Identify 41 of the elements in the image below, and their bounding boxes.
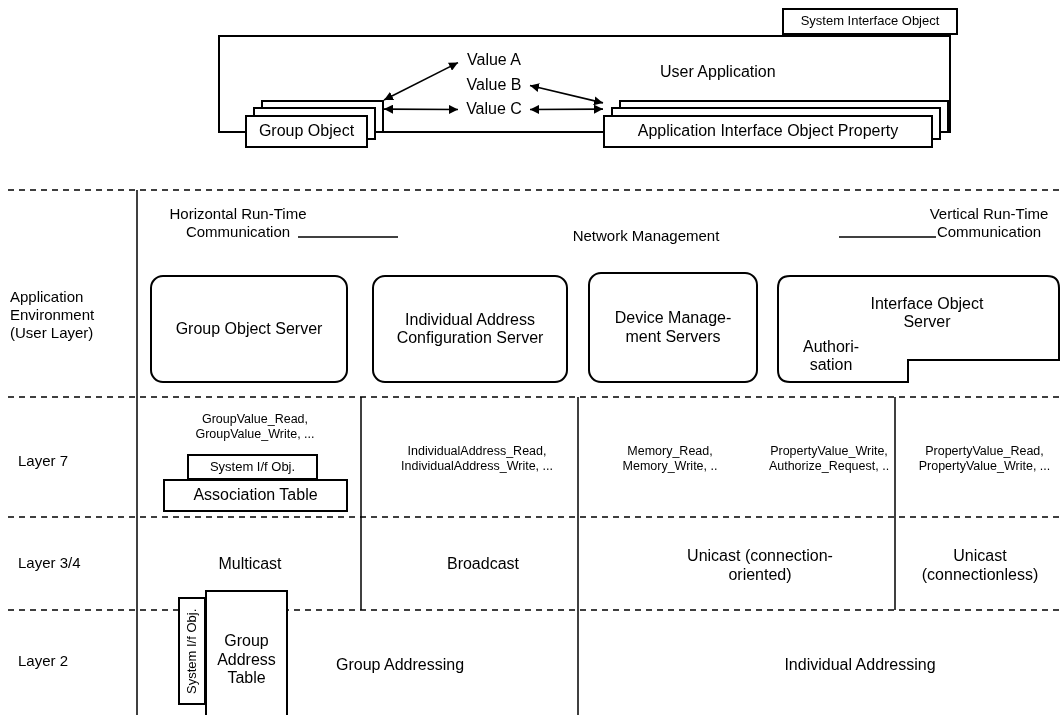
text-label: Layer 7 bbox=[18, 452, 70, 470]
box-subtitle: Authori- sation bbox=[802, 338, 860, 375]
text-label: PropertyValue_Write, Authorize_Request, .. bbox=[767, 444, 891, 474]
double-arrow bbox=[529, 83, 604, 106]
notched-server-box bbox=[777, 275, 1060, 383]
server-box: Individual Address Configuration Server bbox=[372, 275, 568, 383]
text-label: PropertyValue_Read, PropertyValue_Write, ... bbox=[917, 444, 1052, 474]
double-arrow bbox=[529, 104, 604, 114]
value-label: Value C bbox=[458, 99, 530, 120]
stacked-object-box bbox=[603, 100, 949, 148]
value-label: Value B bbox=[458, 75, 530, 96]
frame-title: User Application bbox=[660, 63, 776, 82]
text-label: Application Environment (User Layer) bbox=[10, 288, 96, 342]
text-label: Group Addressing bbox=[334, 655, 466, 675]
text-label: Unicast (connection-oriented) bbox=[686, 546, 834, 585]
text-label: Vertical Run-Time Communication bbox=[928, 205, 1050, 241]
text-label: Network Management bbox=[571, 227, 721, 245]
object-label: Group Object bbox=[258, 122, 355, 141]
text-label: Horizontal Run-Time Communication bbox=[168, 205, 308, 241]
text-label: GroupValue_Read, GroupValue_Write, ... bbox=[194, 412, 316, 442]
table-box: Association Table bbox=[163, 479, 348, 512]
value-label: Value A bbox=[458, 50, 530, 71]
text-label: IndividualAddress_Read, IndividualAddress_Write, ... bbox=[400, 444, 554, 474]
vertical-tab-box: System I/f Obj. bbox=[178, 597, 206, 705]
text-label: Broadcast bbox=[445, 554, 520, 574]
server-box: Device Manage- ment Servers bbox=[588, 272, 758, 383]
text-label: Individual Addressing bbox=[783, 655, 937, 675]
text-label: Layer 2 bbox=[18, 652, 70, 670]
object-label: Application Interface Object Property bbox=[637, 122, 899, 141]
text-label: Multicast bbox=[217, 554, 283, 574]
text-label: Unicast (connectionless) bbox=[920, 546, 1040, 585]
table-box: System I/f Obj. bbox=[187, 454, 318, 480]
server-box: Group Object Server bbox=[150, 275, 348, 383]
box-title: Interface Object Server bbox=[869, 295, 985, 332]
text-label: Layer 3/4 bbox=[18, 554, 82, 572]
interface-object-tab: System Interface Object bbox=[782, 8, 958, 35]
table-box: Group Address Table bbox=[205, 590, 288, 715]
stacked-object-box bbox=[245, 100, 384, 148]
text-label: Memory_Read, Memory_Write, .. bbox=[621, 444, 719, 474]
double-arrow bbox=[383, 61, 459, 101]
double-arrow bbox=[383, 104, 459, 114]
